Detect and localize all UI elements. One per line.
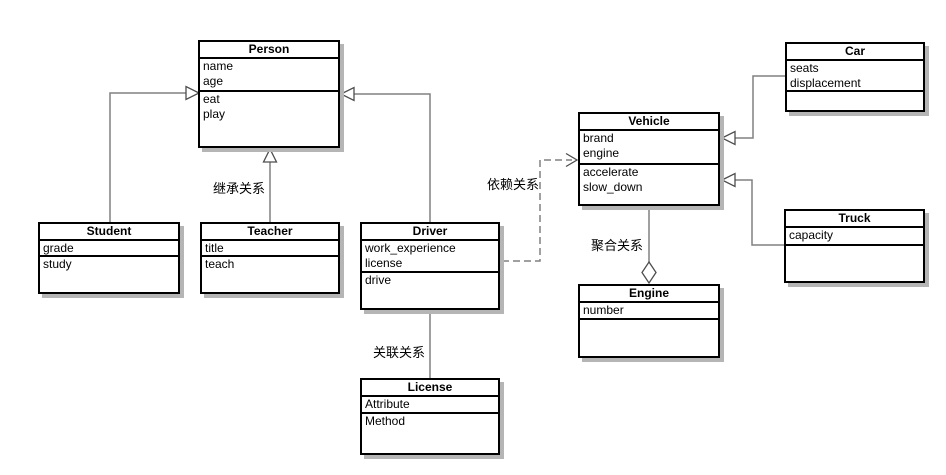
class-title: License	[362, 380, 498, 397]
class-title: Driver	[362, 224, 498, 241]
class-methods	[787, 92, 923, 110]
edge-car-vehicle	[735, 75, 785, 139]
class-attributes: grade	[40, 241, 178, 257]
class-title: Student	[40, 224, 178, 241]
method: teach	[205, 257, 235, 271]
class-methods: Method	[362, 414, 498, 453]
class-title: Vehicle	[580, 114, 718, 131]
edge-label-aggregation: 聚合关系	[591, 238, 644, 253]
method: accelerate	[583, 165, 639, 179]
method: slow_down	[583, 180, 643, 194]
method: play	[203, 107, 226, 121]
attribute: license	[365, 256, 403, 270]
class-methods: accelerate slow_down	[580, 165, 718, 204]
edge-label-inheritance: 继承关系	[213, 181, 266, 196]
inheritance-arrow-icon	[339, 86, 355, 102]
attribute: age	[203, 74, 224, 88]
class-title: Car	[787, 44, 923, 61]
class-methods: teach	[202, 257, 338, 292]
aggregation-diamond-icon	[641, 260, 657, 285]
attribute: Attribute	[365, 397, 410, 411]
class-license: License Attribute Method	[360, 378, 500, 455]
class-title: Engine	[580, 286, 718, 303]
inheritance-arrow-icon	[720, 130, 736, 146]
attribute: capacity	[789, 228, 834, 242]
class-teacher: Teacher title teach	[200, 222, 340, 294]
method: Method	[365, 414, 406, 428]
class-vehicle: Vehicle brand engine accelerate slow_dow…	[578, 112, 720, 206]
class-attributes: number	[580, 303, 718, 320]
class-attributes: name age	[200, 59, 338, 92]
attribute: work_experience	[365, 241, 456, 255]
class-attributes: brand engine	[580, 131, 718, 165]
class-methods	[786, 246, 923, 281]
class-title: Truck	[786, 211, 923, 228]
inheritance-arrow-icon	[262, 147, 278, 163]
attribute: seats	[790, 61, 819, 75]
dependency-arrow-icon	[565, 152, 579, 168]
edge-truck-vehicle	[735, 179, 784, 246]
method: study	[43, 257, 72, 271]
class-methods	[580, 320, 718, 356]
attribute: title	[205, 241, 224, 255]
inheritance-arrow-icon	[720, 172, 736, 188]
attribute: number	[583, 303, 624, 317]
edge-student-person	[109, 92, 186, 222]
class-student: Student grade study	[38, 222, 180, 294]
class-methods: eat play	[200, 92, 338, 146]
attribute: brand	[583, 131, 614, 145]
class-person: Person name age eat play	[198, 40, 340, 148]
class-attributes: seats displacement	[787, 61, 923, 92]
class-attributes: capacity	[786, 228, 923, 246]
edge-label-association: 关联关系	[373, 345, 426, 360]
attribute: name	[203, 59, 234, 73]
edge-driver-vehicle	[502, 159, 572, 262]
class-title: Person	[200, 42, 338, 59]
class-attributes: title	[202, 241, 338, 257]
class-truck: Truck capacity	[784, 209, 925, 283]
class-driver: Driver work_experience license drive	[360, 222, 500, 310]
edge-driver-person	[354, 93, 431, 222]
class-attributes: Attribute	[362, 397, 498, 414]
attribute: engine	[583, 146, 620, 160]
attribute: grade	[43, 241, 74, 255]
attribute: displacement	[790, 76, 861, 90]
class-methods: drive	[362, 273, 498, 308]
class-car: Car seats displacement	[785, 42, 925, 112]
class-attributes: work_experience license	[362, 241, 498, 273]
class-methods: study	[40, 257, 178, 292]
edge-label-dependency: 依赖关系	[487, 177, 540, 192]
method: eat	[203, 92, 220, 106]
class-engine: Engine number	[578, 284, 720, 358]
class-title: Teacher	[202, 224, 338, 241]
method: drive	[365, 273, 392, 287]
